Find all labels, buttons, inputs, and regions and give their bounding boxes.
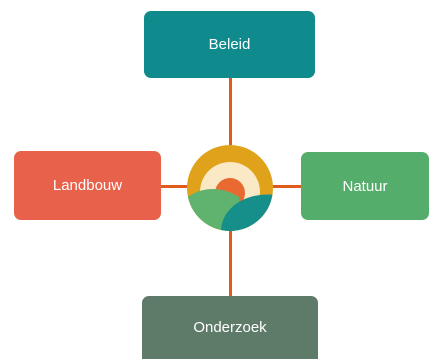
node-beleid: Beleid [144, 11, 315, 78]
node-landbouw: Landbouw [14, 151, 161, 220]
node-landbouw-label: Landbouw [52, 177, 123, 194]
node-onderzoek: Onderzoek [142, 296, 318, 359]
node-onderzoek-label: Onderzoek [193, 319, 267, 336]
center-logo [185, 143, 275, 233]
node-natuur-label: Natuur [342, 177, 388, 195]
connector-bottom [229, 224, 232, 296]
connector-right [270, 185, 301, 188]
node-beleid-label: Beleid [208, 36, 251, 53]
sun-over-fields-icon [187, 145, 273, 231]
node-natuur: Natuur [301, 152, 429, 220]
connector-top [229, 78, 232, 150]
connector-left [161, 185, 188, 188]
